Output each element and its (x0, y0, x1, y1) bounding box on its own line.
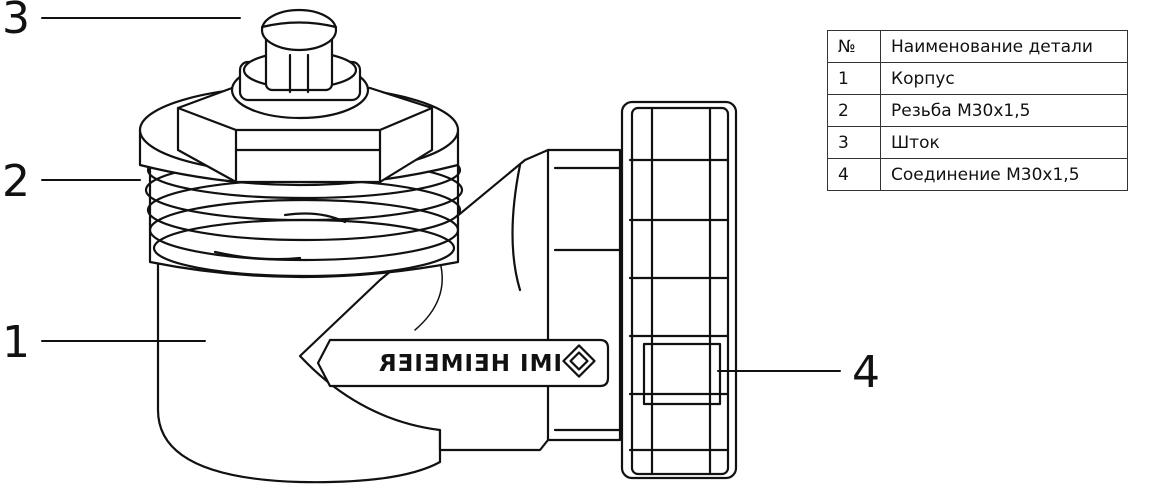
row-number: 3 (827, 126, 881, 159)
table-row: 3 Шток (827, 126, 1128, 159)
callout-4: 4 (852, 347, 880, 398)
brand-plate (316, 338, 610, 388)
leader-lines (41, 17, 841, 372)
row-part-name: Корпус (880, 62, 1128, 95)
row-number: 4 (827, 158, 881, 191)
row-part-name: Резьба М30х1,5 (880, 94, 1128, 127)
parts-table: № Наименование детали 1 Корпус 2 Резьба … (827, 30, 1128, 191)
diamond-logo-icon (562, 344, 596, 378)
table-row: 1 Корпус (827, 62, 1128, 95)
column-header-number: № (827, 30, 881, 63)
brand-label: IMI HEIMEIER (378, 351, 562, 377)
callout-3: 3 (2, 0, 30, 44)
callout-1: 1 (2, 317, 30, 368)
row-part-name: Шток (880, 126, 1128, 159)
connection-nut-part (620, 100, 738, 480)
row-part-name: Соединение М30х1,5 (880, 158, 1128, 191)
stem-part (230, 8, 370, 120)
callout-2: 2 (2, 156, 30, 207)
column-header-name: Наименование детали (880, 30, 1128, 63)
table-header-row: № Наименование детали (827, 30, 1128, 63)
row-number: 1 (827, 62, 881, 95)
table-row: 4 Соединение М30х1,5 (827, 158, 1128, 191)
table-row: 2 Резьба М30х1,5 (827, 94, 1128, 127)
row-number: 2 (827, 94, 881, 127)
